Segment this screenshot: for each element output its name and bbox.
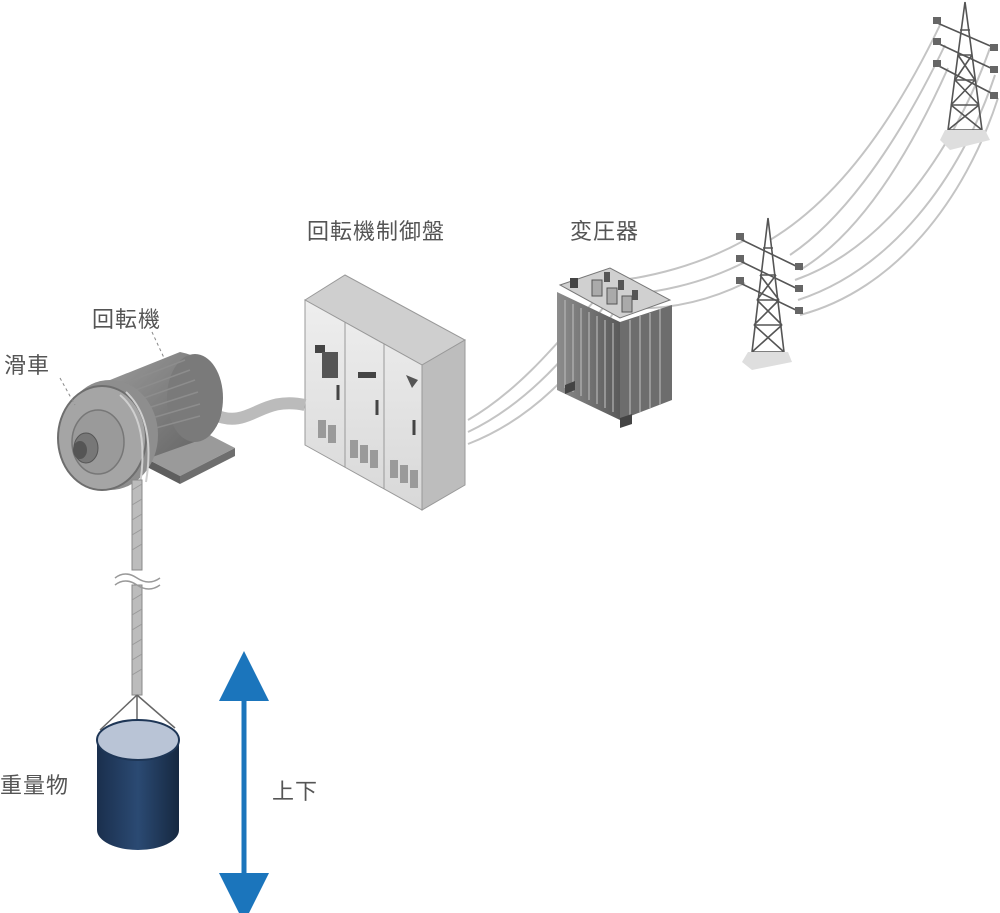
label-pulley: 滑車 [4,354,51,379]
label-motor: 回転機 [92,308,162,333]
label-control-panel: 回転機制御盤 [307,220,446,245]
transmission-tower-far [934,1,996,150]
label-weight: 重量物 [0,774,70,799]
tower-insulators-near [736,233,803,314]
leader-lines [59,331,166,406]
transmission-tower-near [737,217,801,370]
rope [99,479,176,755]
overhead-lines [604,24,999,316]
tower-insulators-far [933,17,998,99]
weight [96,719,180,850]
transformer [557,267,672,428]
control-panel [304,274,467,511]
motor-base [145,430,235,484]
label-updown: 上下 [272,780,319,805]
motor-cable [212,397,307,425]
label-transformer: 変圧器 [570,220,640,245]
pulley [57,380,158,491]
